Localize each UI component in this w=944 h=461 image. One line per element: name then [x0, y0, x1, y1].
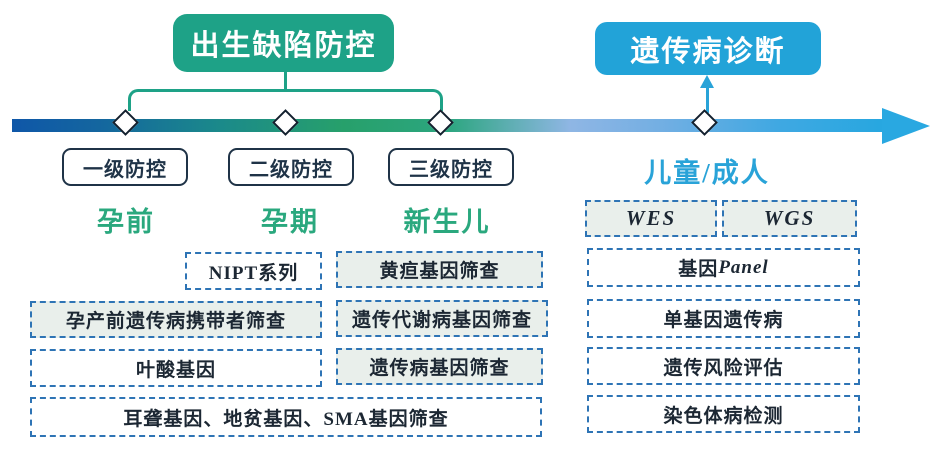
- gene-panel-cn-label: 基因: [678, 259, 719, 280]
- up-arrow-line: [706, 87, 709, 113]
- test-box-jaundice-gene-screening: 黄疸基因筛查: [336, 251, 543, 288]
- test-box-genetic-risk-assessment: 遗传风险评估: [587, 347, 860, 385]
- up-arrow-icon: [700, 75, 714, 88]
- level-3-prevention-box: 三级防控: [388, 148, 514, 186]
- test-box-wes: WES: [585, 200, 717, 237]
- test-box-chromosome-disease-detection: 染色体病检测: [587, 395, 860, 433]
- test-box-wgs: WGS: [722, 200, 857, 237]
- header-genetic-disease-diagnosis: 遗传病诊断: [595, 22, 821, 75]
- test-box-folate-gene: 叶酸基因: [30, 349, 322, 387]
- stage-label-newborn: 新生儿: [403, 207, 491, 237]
- bracket: [128, 89, 443, 111]
- header-birth-defect-control: 出生缺陷防控: [173, 14, 394, 72]
- test-box-monogenic-disease: 单基因遗传病: [587, 299, 860, 338]
- timeline-arrowhead-icon: [882, 108, 930, 144]
- test-box-deafness-thalassemia-sma: 耳聋基因、地贫基因、SMA基因筛查: [30, 397, 542, 437]
- test-box-carrier-screening: 孕产前遗传病携带者筛查: [30, 301, 322, 338]
- stage-label-children-adults: 儿童/成人: [644, 158, 770, 188]
- test-box-nipt: NIPT系列: [185, 252, 322, 290]
- test-box-metabolic-gene-screening: 遗传代谢病基因筛查: [336, 300, 548, 337]
- level-1-prevention-box: 一级防控: [62, 148, 188, 186]
- stage-label-pregnancy: 孕期: [261, 207, 319, 237]
- test-box-genetic-disease-screening: 遗传病基因筛查: [336, 348, 543, 385]
- gene-panel-en-label: Panel: [718, 256, 769, 278]
- stage-label-pre-pregnancy: 孕前: [97, 207, 155, 237]
- level-2-prevention-box: 二级防控: [228, 148, 354, 186]
- bracket-stem: [284, 71, 287, 90]
